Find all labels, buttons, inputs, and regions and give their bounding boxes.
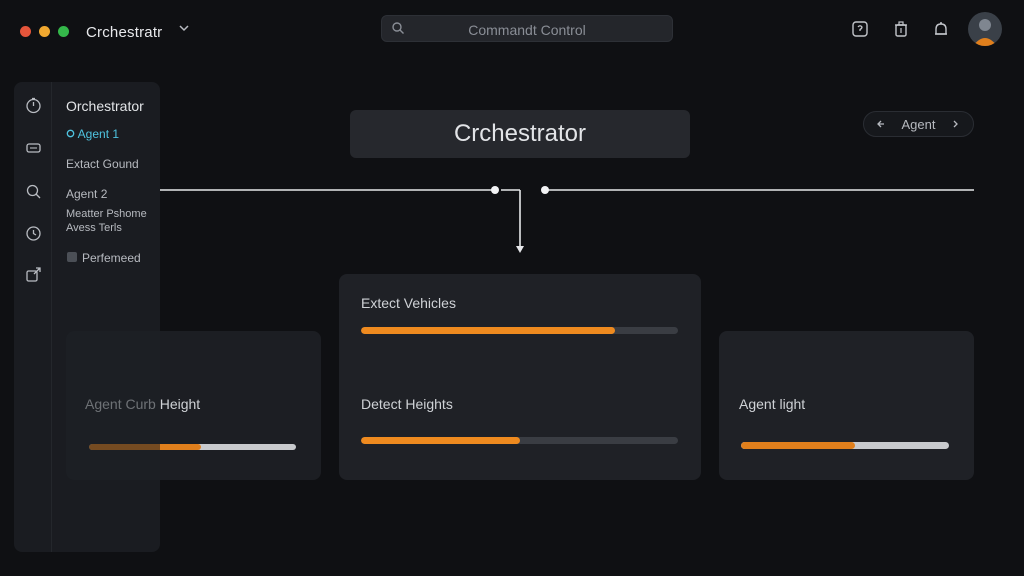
- chevron-right-icon[interactable]: [950, 116, 962, 135]
- chat-icon[interactable]: [25, 140, 42, 157]
- command-search[interactable]: Commandt Control: [381, 15, 673, 42]
- agent-navigator-label: Agent: [901, 117, 936, 132]
- card-title: Detect Heights: [361, 396, 453, 412]
- perfemeed-checkbox[interactable]: [67, 252, 77, 262]
- progress-fill: [361, 327, 615, 334]
- bell-icon[interactable]: [932, 20, 950, 38]
- orchestrator-node-label: Crchestrator: [453, 120, 587, 147]
- progress-bar: [741, 442, 949, 449]
- agent-navigator[interactable]: Agent: [863, 111, 974, 137]
- sidebar-item-meatter-pshome[interactable]: Meatter Pshome: [66, 208, 147, 220]
- progress-bar: [361, 327, 678, 334]
- sidebar-item-label: Agent 1: [77, 127, 120, 141]
- agent-card-detect[interactable]: [339, 274, 701, 480]
- minimize-window-button[interactable]: [39, 26, 50, 37]
- status-dot-icon: [66, 127, 78, 141]
- sidebar-item-agent-2[interactable]: Agent 2: [66, 187, 108, 201]
- maximize-window-button[interactable]: [58, 26, 69, 37]
- sidebar-item-avess-terls[interactable]: Avess Terls: [66, 222, 122, 234]
- progress-fill: [741, 442, 856, 449]
- sidebar-item-perfemeed[interactable]: Perfemeed: [82, 251, 141, 265]
- orchestrator-node[interactable]: Crchestrator: [350, 110, 690, 158]
- trash-icon[interactable]: [892, 20, 910, 38]
- close-window-button[interactable]: [20, 26, 31, 37]
- arrow-left-icon[interactable]: [875, 116, 887, 135]
- progress-bar: [361, 437, 678, 444]
- sidebar-title: Orchestrator: [66, 98, 144, 114]
- chevron-down-icon[interactable]: [178, 22, 190, 37]
- search-placeholder: Commandt Control: [468, 22, 586, 38]
- avatar[interactable]: [968, 12, 1002, 46]
- export-icon[interactable]: [25, 266, 42, 283]
- help-icon[interactable]: [851, 20, 869, 38]
- card-title: Agent light: [739, 396, 806, 412]
- progress-fill: [361, 437, 520, 444]
- history-icon[interactable]: [25, 225, 42, 242]
- search-icon: [391, 21, 405, 40]
- timer-icon[interactable]: [25, 97, 42, 114]
- sidebar-item-extact-gound[interactable]: Extact Gound: [66, 157, 139, 171]
- sidebar-item-agent-1[interactable]: Agent 1: [66, 127, 119, 141]
- icon-rail: [14, 82, 52, 552]
- app-title: Crchestratr: [86, 24, 163, 41]
- search-icon[interactable]: [25, 183, 42, 200]
- sidebar-overlay: [66, 331, 160, 480]
- card-title: Extect Vehicles: [361, 295, 456, 311]
- agent-card-light[interactable]: [719, 331, 974, 480]
